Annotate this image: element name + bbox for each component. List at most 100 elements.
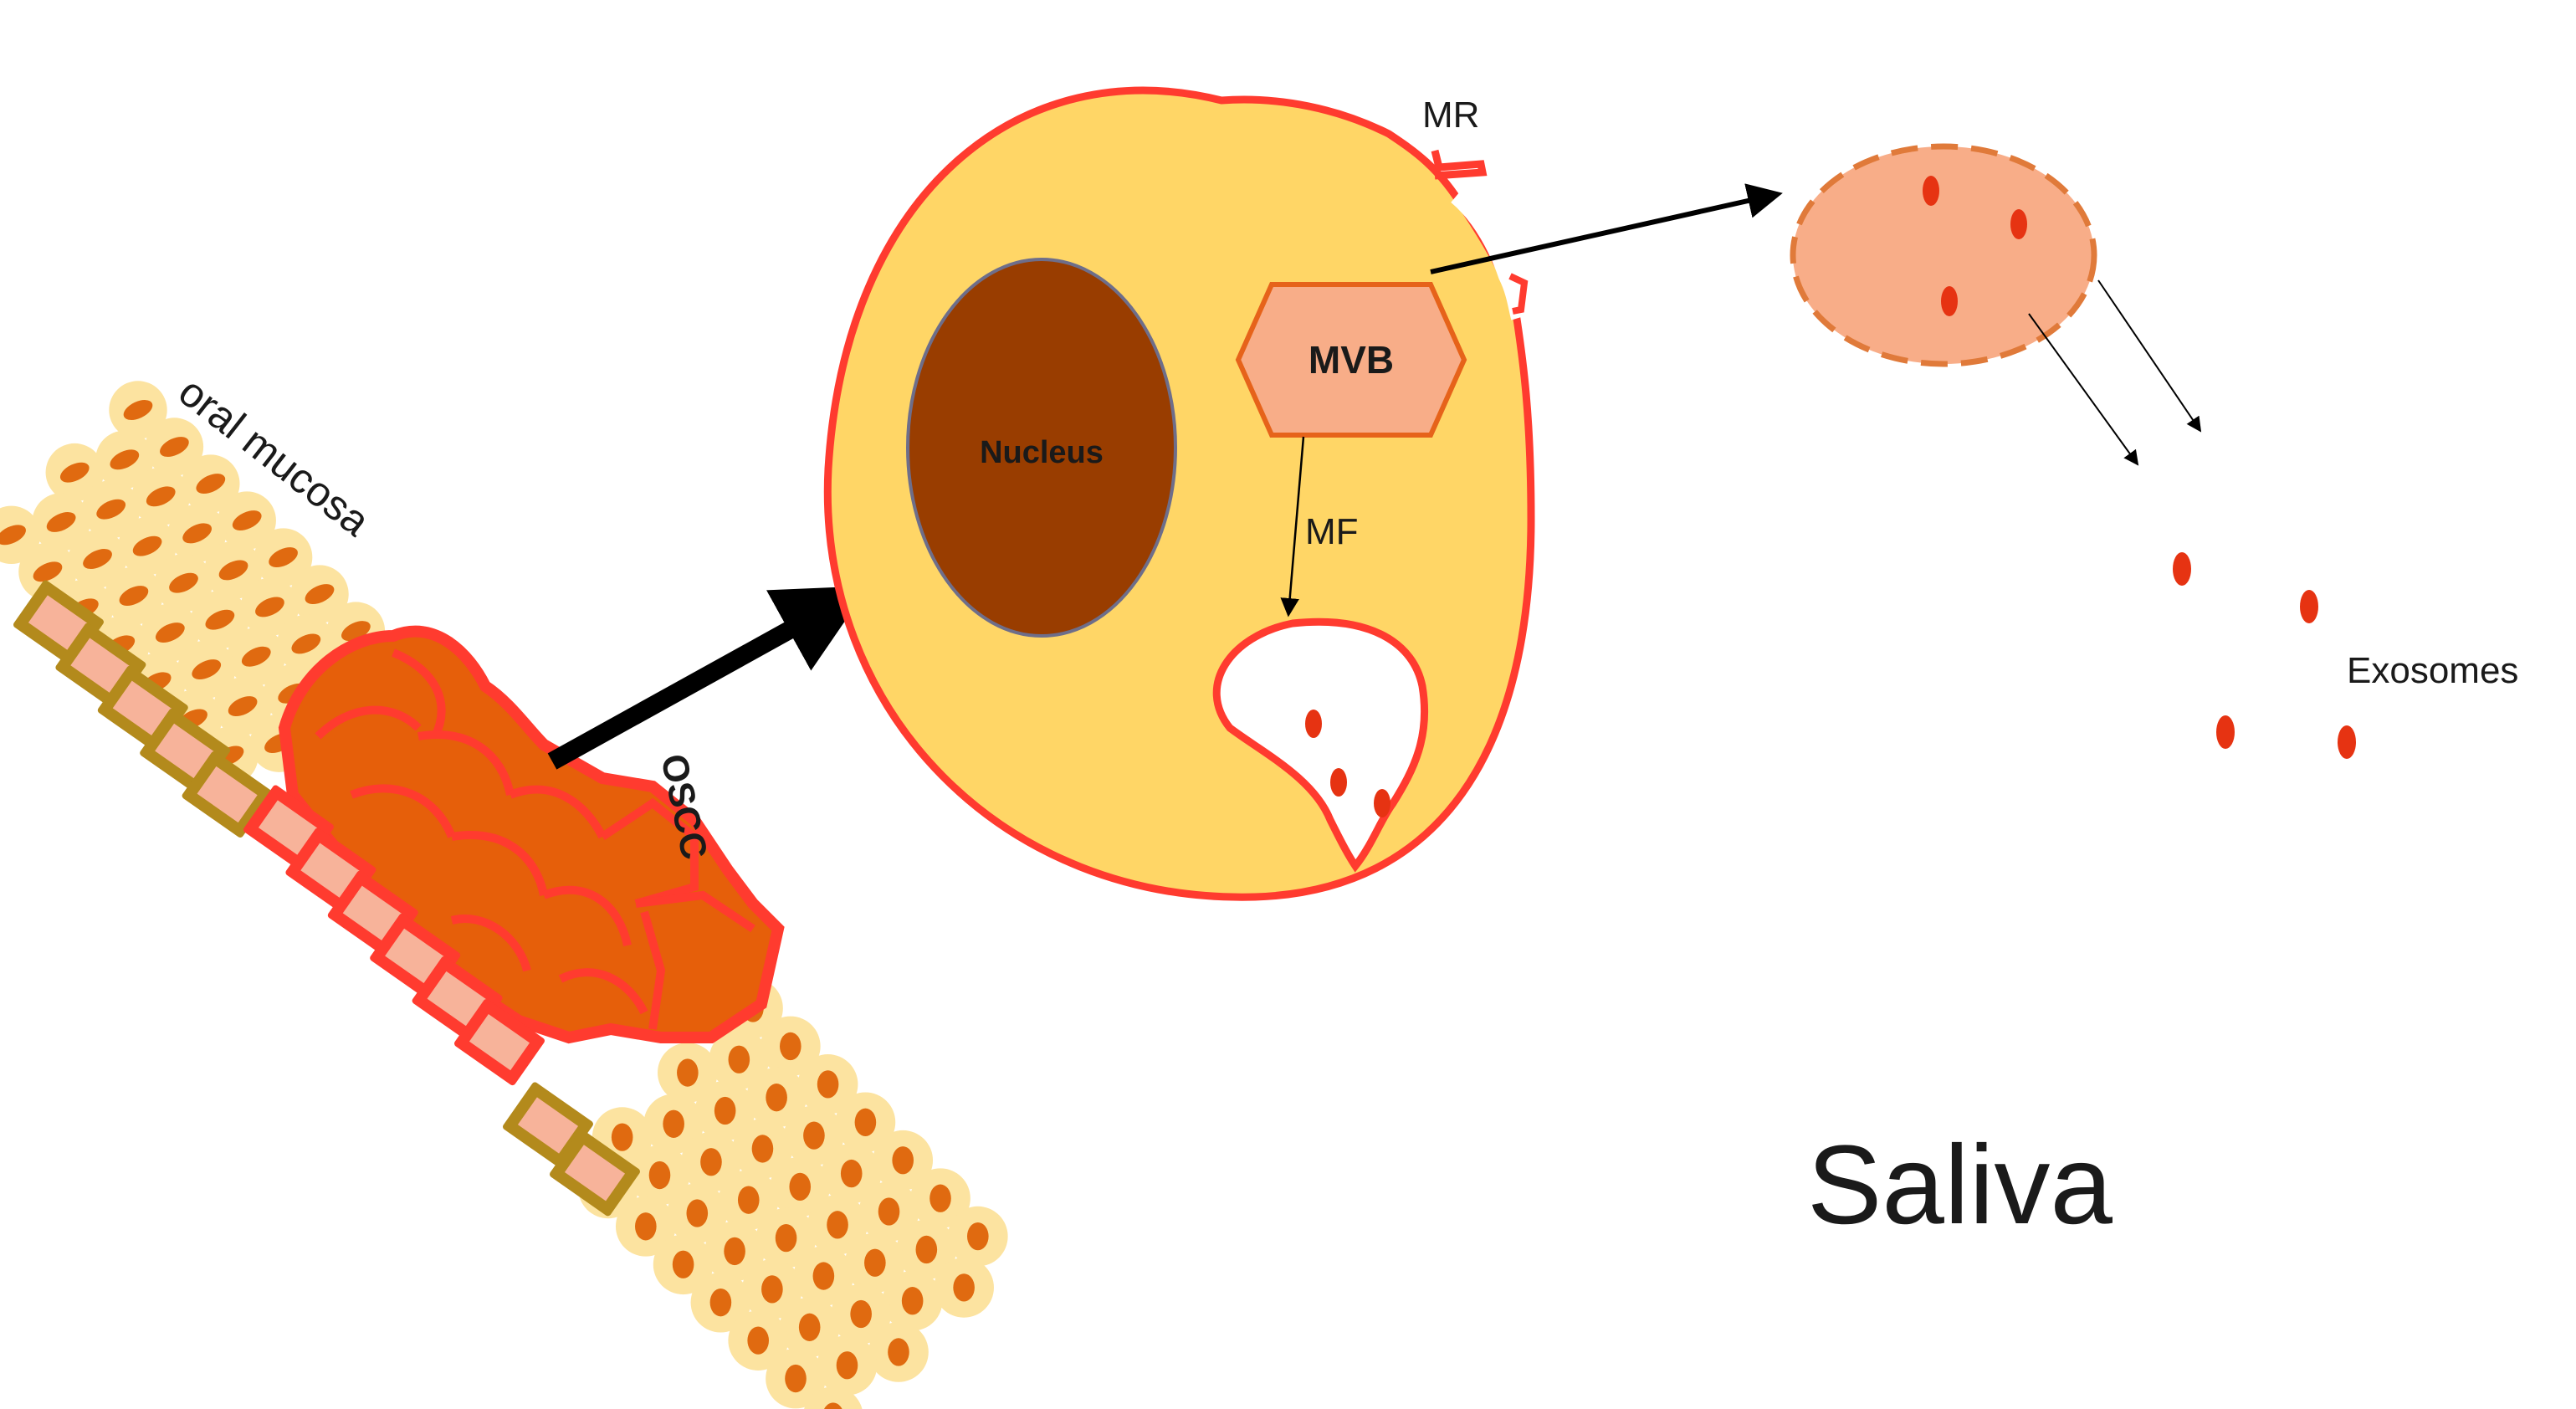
mucosa-nucleus — [218, 560, 248, 581]
mucosa-nucleus — [827, 1211, 848, 1239]
mucosa-nucleus — [182, 523, 213, 544]
mucosa-cell — [804, 1386, 863, 1409]
mucosa-nucleus — [737, 1186, 760, 1214]
nucleus-label: Nucleus — [980, 435, 1104, 470]
mucosa-nucleus — [110, 449, 140, 470]
mucosa-nucleus — [836, 1351, 858, 1380]
oscc-tumor-mass — [278, 625, 785, 1044]
mucosa-nucleus — [789, 1172, 812, 1201]
mucosa-nucleus — [155, 623, 185, 643]
mucosa-nucleus — [967, 1222, 989, 1251]
mucosa-nucleus — [901, 1287, 924, 1315]
tissue-section — [0, 381, 1008, 1409]
mucosa-nucleus — [775, 1223, 797, 1253]
mucosa-nucleus — [751, 1135, 774, 1163]
exosome-in-pocket-3 — [1374, 789, 1390, 817]
fusion-pocket — [1212, 617, 1429, 873]
mucosa-nucleus — [850, 1299, 872, 1329]
mucosa-nucleus — [854, 1108, 877, 1136]
mucosa-nucleus — [677, 1058, 699, 1087]
basal-layer — [13, 580, 640, 1217]
mucosa-nucleus — [83, 549, 112, 569]
mucosa-nucleus — [892, 1146, 914, 1175]
arrow-right-icon — [547, 586, 869, 770]
mf-label: MF — [1305, 511, 1359, 552]
exosomes-label: Exosomes — [2347, 650, 2518, 691]
mucosa-nucleus — [635, 1212, 657, 1241]
tumor-basal-layer — [243, 785, 545, 1086]
exosome-in-pocket-2 — [1330, 768, 1347, 797]
mr-label: MR — [1422, 95, 1479, 136]
mucosa-nucleus — [291, 633, 321, 654]
mucosa-nucleus — [305, 584, 335, 605]
mucosa-nucleus — [824, 1402, 842, 1409]
mucosa-nucleus — [780, 1032, 801, 1061]
released-vesicle — [1790, 143, 2097, 367]
mucosa-nucleus — [0, 525, 26, 546]
mvb-hexagon — [1235, 282, 1467, 438]
release-arrow-b — [2097, 279, 2202, 433]
vesicle-exosome-3 — [1941, 286, 1958, 316]
mucosa-nucleus — [686, 1199, 709, 1227]
free-exosomes — [2173, 552, 2356, 759]
exosome — [2216, 715, 2235, 749]
nucleus — [906, 258, 1177, 638]
upper-mucosa-layer — [0, 381, 386, 786]
lower-mucosa-layer — [578, 978, 1008, 1409]
mucosa-nucleus — [812, 1262, 835, 1290]
mucosa-nucleus — [817, 1070, 839, 1099]
exosome — [2173, 552, 2191, 586]
mucosa-nucleus — [864, 1248, 886, 1277]
mucosa-nucleus — [241, 646, 271, 667]
mucosa-nucleus — [930, 1184, 951, 1212]
mucosa-nucleus — [798, 1313, 821, 1341]
mucosa-nucleus — [160, 437, 189, 457]
saliva-label: Saliva — [1807, 1123, 2113, 1248]
mucosa-nucleus — [123, 400, 153, 420]
exosome — [2300, 590, 2318, 623]
mucosa-nucleus — [709, 1289, 732, 1317]
vesicle-body — [1790, 143, 2097, 367]
mucosa-nucleus — [840, 1159, 863, 1188]
mucosa-nucleus — [255, 597, 284, 617]
exosome-in-pocket-1 — [1305, 710, 1322, 738]
mucosa-nucleus — [146, 486, 176, 507]
mucosa-nucleus — [228, 696, 258, 717]
mucosa-nucleus — [232, 510, 262, 531]
membrane-break — [1451, 191, 1526, 320]
mucosa-nucleus — [803, 1121, 825, 1150]
mucosa-nucleus — [59, 462, 90, 483]
mucosa-nucleus — [761, 1275, 783, 1304]
mucosa-nucleus — [96, 499, 126, 520]
mucosa-nucleus — [132, 535, 162, 556]
mucosa-nucleus — [663, 1109, 684, 1138]
vesicle-exosome-1 — [1923, 176, 1939, 206]
release-arrow — [1430, 183, 1783, 274]
mucosa-nucleus — [714, 1096, 736, 1125]
mucosa-nucleus — [196, 474, 226, 494]
mucosa-nucleus — [672, 1250, 694, 1278]
mucosa-nucleus — [648, 1161, 671, 1190]
mucosa-nucleus — [953, 1273, 975, 1302]
mucosa-nucleus — [747, 1326, 770, 1355]
mucosa-nucleus — [33, 561, 63, 582]
mucosa-nucleus — [724, 1237, 745, 1266]
mucosa-nucleus — [205, 609, 235, 630]
mucosa-nucleus — [46, 512, 76, 532]
mucosa-nucleus — [611, 1123, 633, 1151]
membrane-ruffle — [1431, 149, 1488, 180]
cell — [823, 86, 1535, 901]
mucosa-nucleus — [269, 547, 298, 568]
mucosa-nucleus — [728, 1045, 750, 1073]
exosome — [2338, 725, 2356, 759]
mucosa-nucleus — [700, 1148, 722, 1176]
mucosa-nucleus — [915, 1235, 938, 1264]
release-arrow-a — [2028, 313, 2139, 466]
mucosa-nucleus — [878, 1197, 900, 1226]
mvb-fusion-arrow — [1280, 436, 1305, 617]
mucosa-nucleus — [169, 572, 198, 593]
mucosa-nucleus — [785, 1364, 807, 1393]
mucosa-nucleus — [766, 1084, 787, 1112]
